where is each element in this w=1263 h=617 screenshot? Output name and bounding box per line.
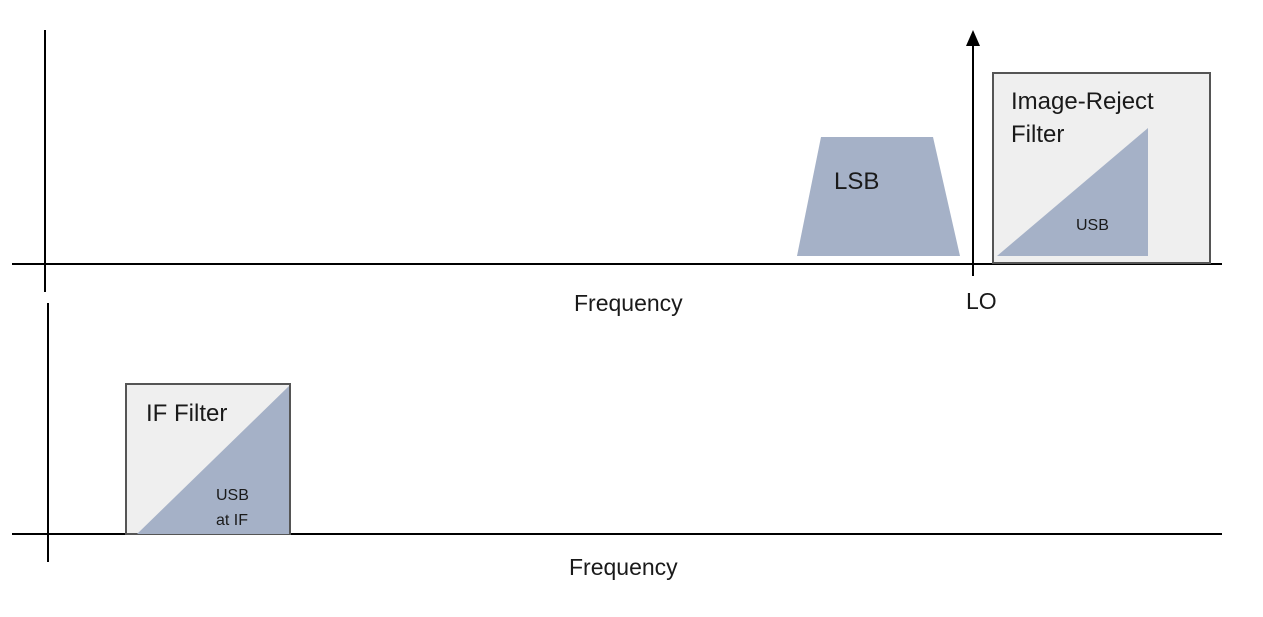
lsb-band xyxy=(797,137,960,256)
lo-label: LO xyxy=(966,288,997,314)
image-reject-filter-title-line2: Filter xyxy=(1011,121,1064,148)
if-filter-usb-label-line2: at IF xyxy=(216,512,248,529)
top-panel: LSB LO Image-Reject Filter USB Frequency xyxy=(12,30,1222,316)
if-filter-usb-label-line1: USB xyxy=(216,487,249,504)
image-reject-filter-title-line1: Image-Reject xyxy=(1011,88,1154,115)
if-filter: IF Filter USB at IF xyxy=(125,383,291,535)
lsb-label: LSB xyxy=(834,168,879,195)
lo-arrowhead-icon xyxy=(966,30,980,46)
image-reject-usb-band xyxy=(997,128,1148,256)
bottom-axis-label: Frequency xyxy=(569,554,678,580)
top-axis-label: Frequency xyxy=(574,290,683,316)
image-reject-usb-label: USB xyxy=(1076,217,1109,234)
bottom-panel: IF Filter USB at IF Frequency xyxy=(12,303,1222,580)
if-filter-usb-band xyxy=(137,386,289,534)
image-reject-filter: Image-Reject Filter USB xyxy=(992,72,1211,264)
lo-arrow xyxy=(966,30,980,276)
if-filter-title: IF Filter xyxy=(146,400,227,427)
